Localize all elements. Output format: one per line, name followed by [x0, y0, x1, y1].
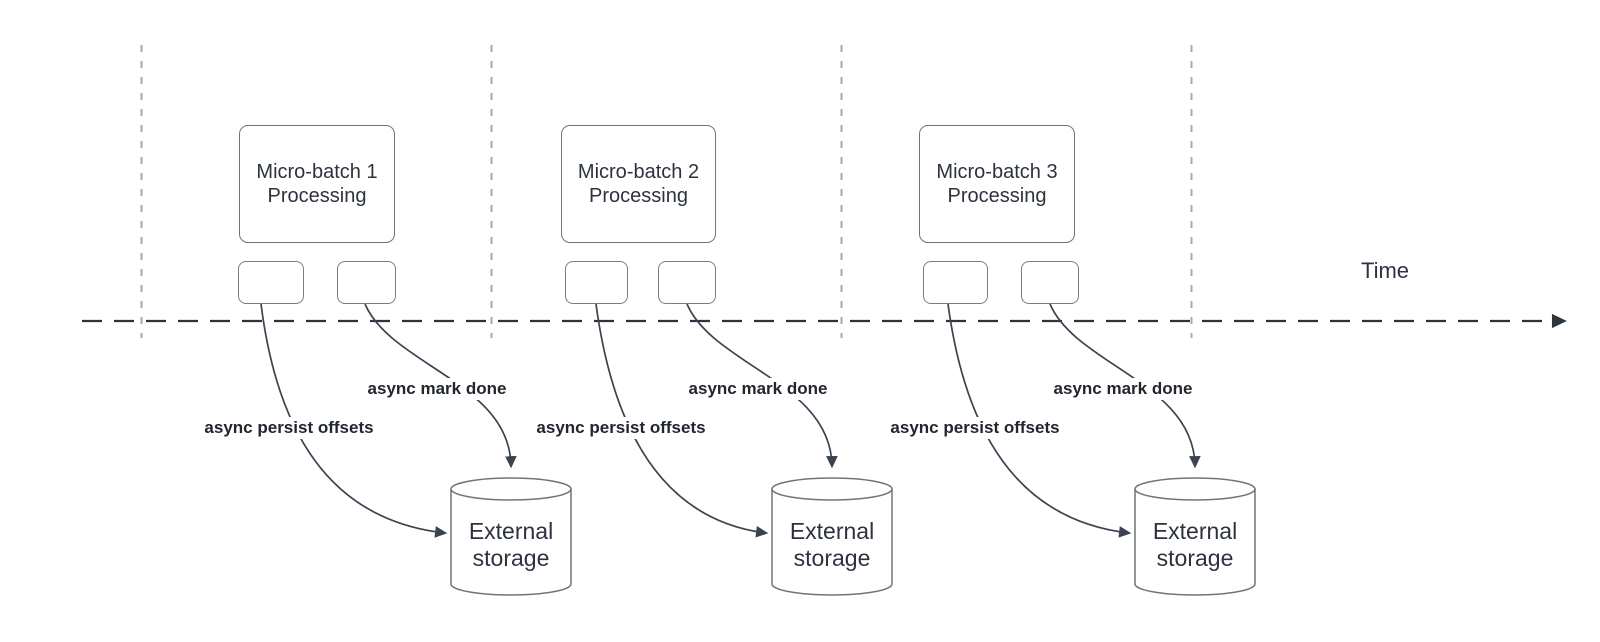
time-gridlines — [140, 45, 1193, 338]
persist-offsets-label-3: async persist offsets — [887, 417, 1063, 439]
micro-batch-3-title-line2: Processing — [947, 185, 1047, 207]
external-storage-label-1: External storage — [451, 498, 571, 592]
micro-batch-1-title-line1: Micro-batch 1 — [256, 161, 378, 183]
micro-batch-2-done-task-box — [658, 261, 716, 304]
external-storage-1-line1: External — [468, 518, 554, 544]
micro-batch-3-title-line1: Micro-batch 3 — [936, 161, 1058, 183]
external-storage-cylinder-2 — [771, 477, 893, 596]
micro-batch-3-processing-box: Micro-batch 3 Processing — [919, 125, 1075, 243]
external-storage-2-line2: storage — [793, 545, 871, 571]
mark-done-label-2: async mark done — [685, 378, 831, 400]
micro-batch-2-title-line2: Processing — [589, 185, 688, 207]
micro-batch-2-title-line1: Micro-batch 2 — [577, 161, 700, 183]
micro-batch-1-offsets-task-box — [238, 261, 304, 304]
persist-offsets-label-2: async persist offsets — [533, 417, 709, 439]
external-storage-cylinder-3 — [1134, 477, 1256, 596]
mark-done-arrow-1 — [364, 303, 517, 469]
micro-batch-3-done-task-box — [1021, 261, 1079, 304]
persist-offsets-arrow-2 — [595, 303, 769, 538]
external-storage-3-line2: storage — [1156, 545, 1234, 571]
persist-offsets-label-1: async persist offsets — [201, 417, 377, 439]
external-storage-cylinder-3-rim — [1134, 488, 1256, 501]
micro-batch-3-offsets-task-box — [923, 261, 988, 304]
micro-batch-2-processing-box: Micro-batch 2 Processing — [561, 125, 716, 243]
storage-cylinders — [450, 477, 1256, 596]
persist-offsets-arrow-1 — [260, 303, 448, 538]
mark-done-arrow-3 — [1049, 303, 1201, 469]
external-storage-2-line1: External — [789, 518, 875, 544]
micro-batch-1-processing-box: Micro-batch 1 Processing — [239, 125, 395, 243]
mark-done-arrow-2 — [686, 303, 838, 469]
external-storage-label-3: External storage — [1135, 498, 1255, 592]
external-storage-label-2: External storage — [772, 498, 892, 592]
micro-batch-1-title-line2: Processing — [267, 185, 367, 207]
external-storage-cylinder-1 — [450, 477, 572, 596]
mark-done-label-1: async mark done — [364, 378, 510, 400]
external-storage-3-line1: External — [1152, 518, 1238, 544]
external-storage-cylinder-2-rim — [771, 488, 893, 501]
persist-offsets-arrow-3 — [947, 303, 1132, 538]
external-storage-cylinder-1-rim — [450, 488, 572, 501]
external-storage-1-line2: storage — [472, 545, 550, 571]
time-axis-label: Time — [1360, 258, 1410, 283]
mark-done-label-3: async mark done — [1050, 378, 1196, 400]
micro-batch-1-done-task-box — [337, 261, 396, 304]
micro-batch-2-offsets-task-box — [565, 261, 628, 304]
